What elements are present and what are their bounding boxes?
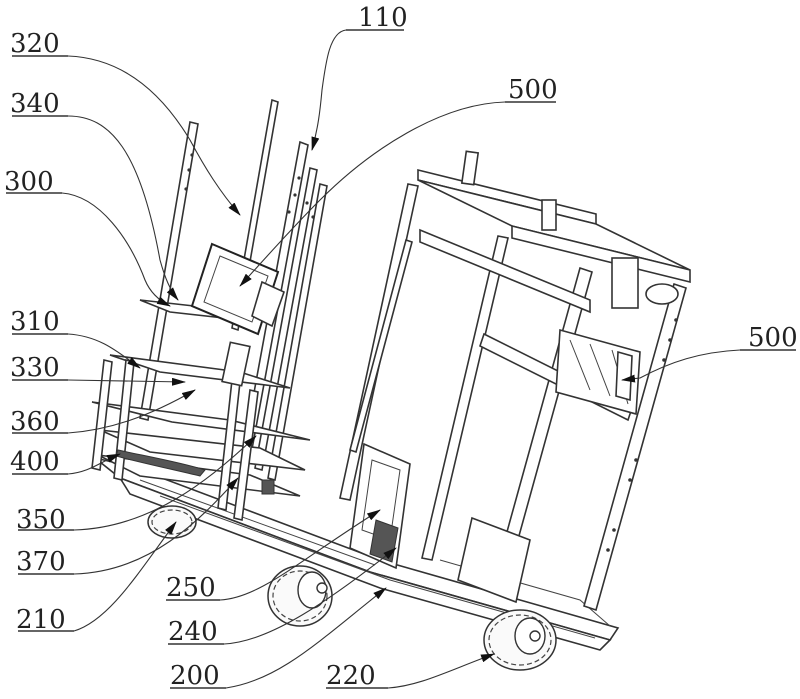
svg-text:220: 220 xyxy=(326,661,376,691)
svg-text:500: 500 xyxy=(748,323,798,353)
svg-text:210: 210 xyxy=(16,605,66,635)
callout-350: 350 xyxy=(16,435,257,535)
svg-text:310: 310 xyxy=(10,307,60,337)
callout-360: 360 xyxy=(10,389,196,437)
callout-240: 240 xyxy=(168,547,397,647)
chassis-posts xyxy=(349,442,531,604)
callout-500-top: 500 xyxy=(239,75,558,287)
callout-250: 250 xyxy=(166,509,381,603)
svg-text:200: 200 xyxy=(170,661,220,691)
svg-text:370: 370 xyxy=(16,547,66,577)
display-screen xyxy=(190,242,285,336)
middle-plate xyxy=(91,401,311,441)
callout-200: 200 xyxy=(170,587,387,691)
svg-text:320: 320 xyxy=(10,29,60,59)
svg-text:330: 330 xyxy=(10,353,60,383)
callout-310: 310 xyxy=(10,307,141,369)
svg-text:500: 500 xyxy=(508,75,558,105)
cabinet-mechanism xyxy=(555,328,641,416)
rear-wheel xyxy=(483,609,557,671)
callout-110: 110 xyxy=(311,3,408,151)
svg-text:240: 240 xyxy=(168,617,218,647)
lower-column xyxy=(233,389,259,521)
callout-400: 400 xyxy=(10,447,121,477)
svg-text:340: 340 xyxy=(10,89,60,119)
svg-text:250: 250 xyxy=(166,573,216,603)
svg-text:110: 110 xyxy=(358,3,408,33)
lifting-assembly xyxy=(91,98,328,521)
top-bracket xyxy=(109,354,291,389)
cabinet-frame xyxy=(339,150,691,612)
callout-330: 330 xyxy=(10,353,186,386)
svg-text:400: 400 xyxy=(10,447,60,477)
svg-text:360: 360 xyxy=(10,407,60,437)
callout-340: 340 xyxy=(10,89,179,301)
machine-illustration xyxy=(91,98,691,671)
callout-500-right: 500 xyxy=(621,323,798,383)
callout-300: 300 xyxy=(4,167,171,307)
callout-210: 210 xyxy=(16,521,177,635)
front-wheel xyxy=(147,505,197,539)
center-wheel xyxy=(267,565,333,627)
svg-text:300: 300 xyxy=(4,167,54,197)
callout-220: 220 xyxy=(326,653,495,691)
callout-320: 320 xyxy=(10,29,241,216)
callout-370: 370 xyxy=(16,477,239,577)
